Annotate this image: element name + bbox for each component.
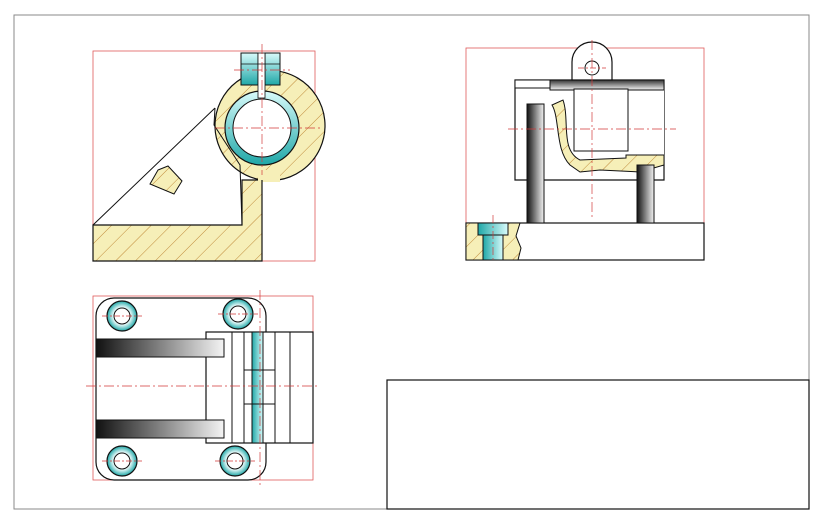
front-view-slot-section: [149, 165, 183, 195]
side-view: [465, 40, 705, 262]
top-view-rod-upper: [95, 338, 225, 358]
side-view-rod-left: [526, 103, 545, 224]
front-view: [92, 44, 326, 262]
side-view-rod-right: [636, 164, 655, 224]
front-view-clamp-right: [264, 52, 281, 86]
top-view-slot-strip: [251, 331, 264, 444]
top-view-rod-lower: [95, 419, 225, 439]
front-view-section-body: [92, 179, 263, 262]
title-block: [386, 379, 810, 510]
front-view-rib: [92, 107, 243, 226]
top-view: [86, 290, 318, 486]
side-view-inner: [573, 88, 629, 152]
front-view-clamp-left: [240, 52, 259, 86]
